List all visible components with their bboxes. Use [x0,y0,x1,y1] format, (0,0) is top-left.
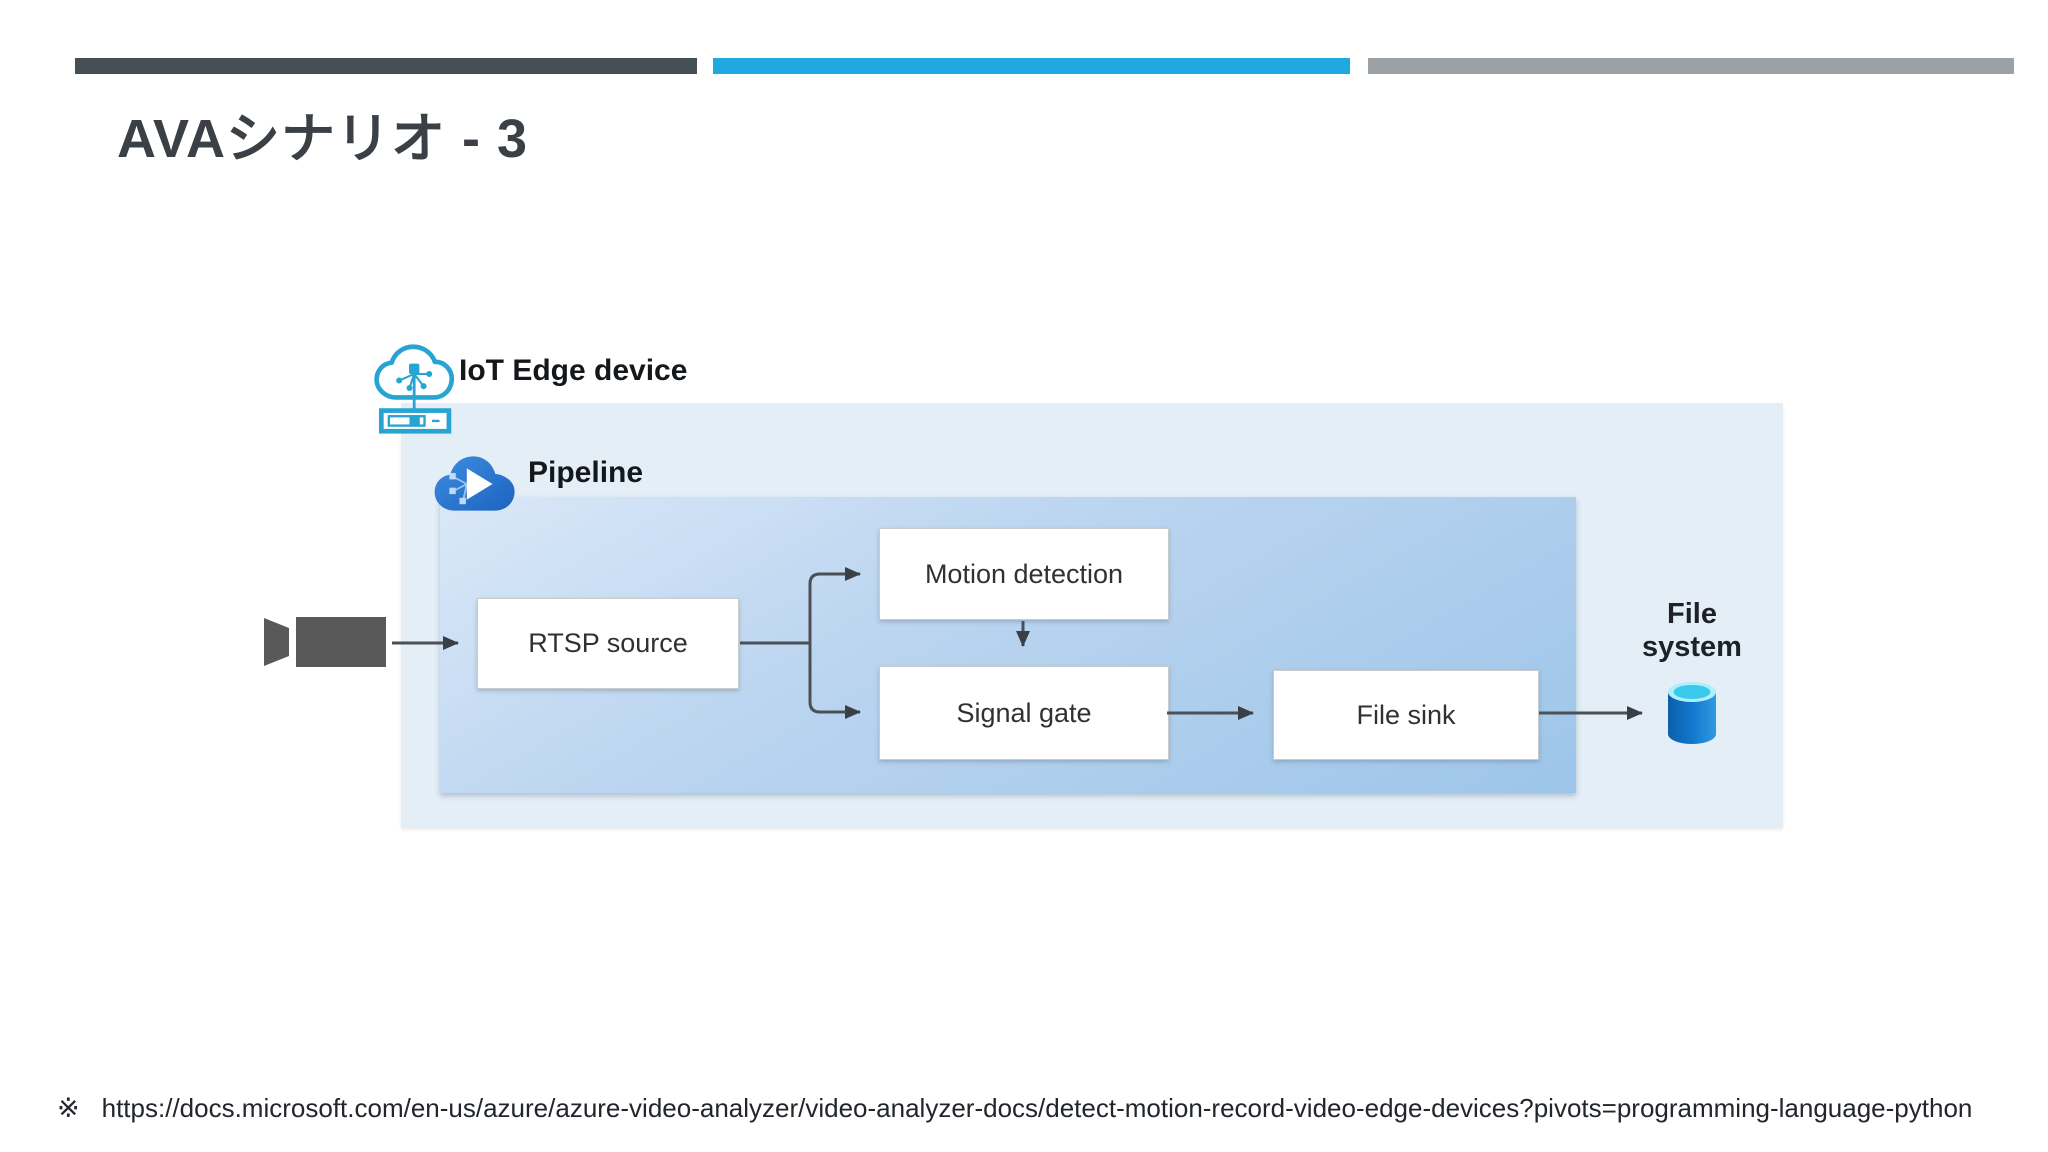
file-system-label-line1: File [1667,598,1717,630]
accent-bar-dark [75,58,697,74]
node-signal-gate-label: Signal gate [956,697,1092,728]
node-rtsp-source: RTSP source [477,598,739,689]
file-system-label: File system [1622,598,1762,664]
footnote: ※ https://docs.microsoft.com/en-us/azure… [57,1093,1972,1124]
pipeline-cloud-icon [434,456,515,511]
accent-bar-gray [1368,58,2014,74]
iot-edge-device-label: IoT Edge device [459,354,688,387]
node-file-sink-label: File sink [1356,699,1456,730]
video-camera-icon [264,617,386,667]
accent-bar-blue [713,58,1350,74]
node-rtsp-source-label: RTSP source [528,628,688,658]
node-motion-detection-label: Motion detection [924,558,1124,589]
node-motion-detection: Motion detection [879,528,1169,620]
iot-edge-cloud-device-icon [374,344,455,434]
pipeline-label: Pipeline [528,456,644,489]
footnote-marker: ※ [57,1093,80,1123]
page-title: AVAシナリオ - 3 [117,109,529,169]
database-cylinder-icon [1668,682,1716,744]
node-file-sink: File sink [1273,670,1539,760]
footnote-url[interactable]: https://docs.microsoft.com/en-us/azure/a… [101,1093,1973,1123]
node-signal-gate: Signal gate [879,666,1169,760]
file-system-label-line2: system [1642,631,1742,664]
